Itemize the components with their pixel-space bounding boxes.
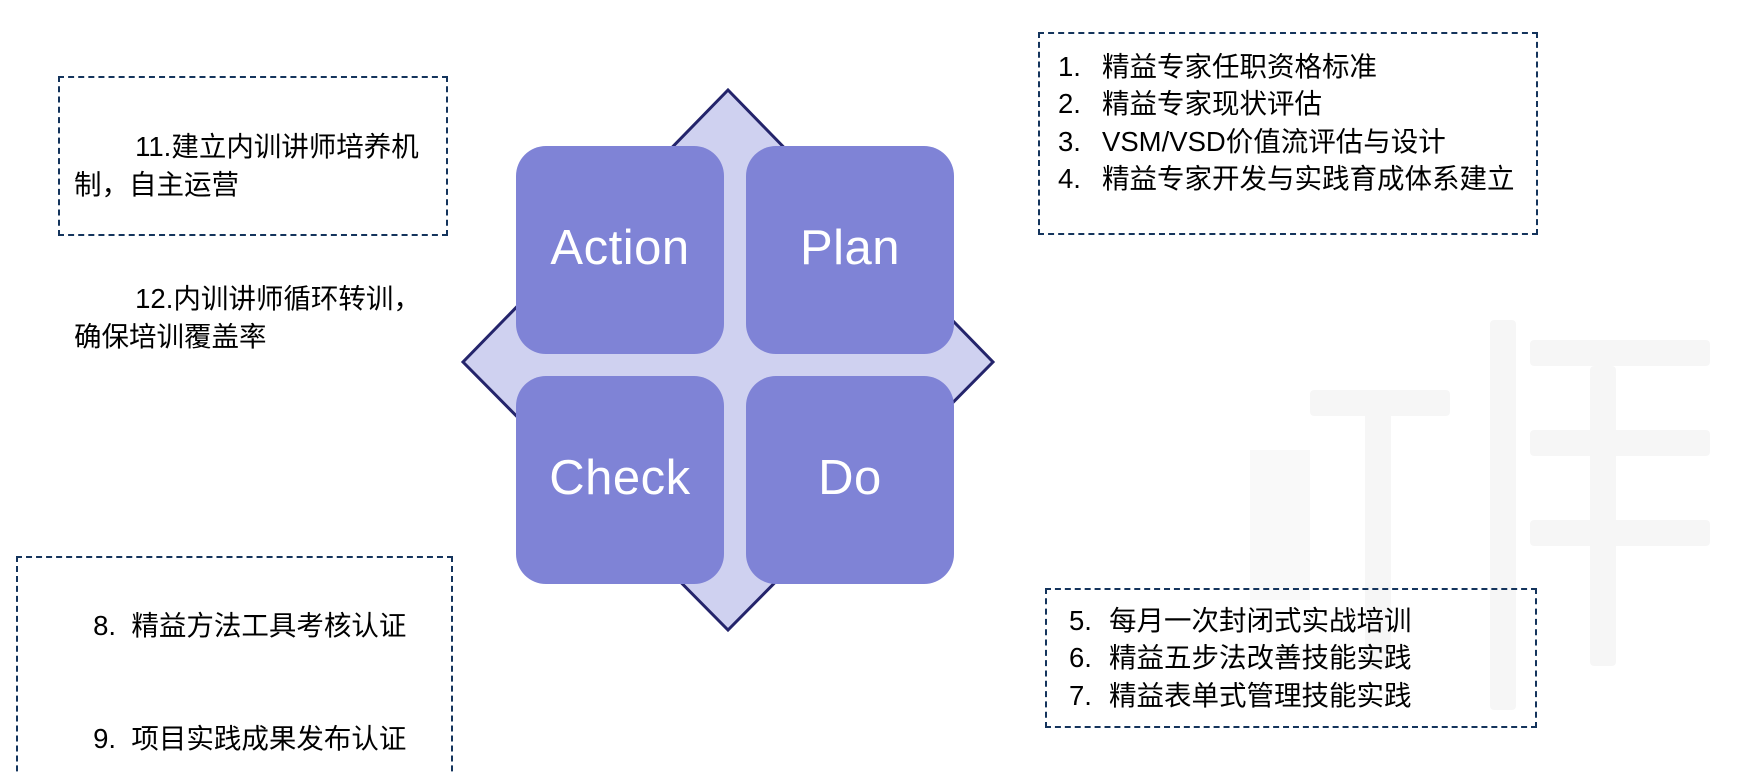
pdca-diagram: Action Plan Check Do xyxy=(455,82,1001,638)
list-item-marker: 5. xyxy=(1069,605,1092,636)
list-item: 3. VSM/VSD价值流评估与设计 xyxy=(1058,123,1528,160)
list-item-text: 精益专家现状评估 xyxy=(1102,88,1322,120)
callout-action-list: 11.建立内训讲师培养机制，自主运营 12.内训讲师循环转训，确保培训覆盖率 xyxy=(74,90,436,394)
list-item-text: 精益表单式管理技能实践 xyxy=(1109,679,1412,711)
list-item: 9. 项目实践成果发布认证 xyxy=(93,722,407,754)
list-item-text: VSM/VSD价值流评估与设计 xyxy=(1102,125,1446,157)
list-item-marker: 2. xyxy=(1058,88,1081,120)
callout-check-list: 8. 精益方法工具考核认证 9. 项目实践成果发布认证 10.精益专家答辩认证 xyxy=(32,570,441,772)
callout-check[interactable]: 8. 精益方法工具考核认证 9. 项目实践成果发布认证 10.精益专家答辩认证 xyxy=(16,556,453,772)
callout-action[interactable]: 11.建立内训讲师培养机制，自主运营 12.内训讲师循环转训，确保培训覆盖率 xyxy=(58,76,448,352)
callout-plan[interactable]: 1. 精益专家任职资格标准 2. 精益专家现状评估 3. VSM/VSD价值流评… xyxy=(1038,32,1538,235)
list-item: 12.内训讲师循环转训，确保培训覆盖率 xyxy=(74,282,421,352)
callout-do-list: 5. 每月一次封闭式实战培训 6. 精益五步法改善技能实践 7. 精益表单式管理… xyxy=(1069,602,1525,714)
list-item-marker: 7. xyxy=(1069,679,1092,711)
list-item-marker: 6. xyxy=(1069,642,1092,674)
pdca-quadrants: Action Plan Check Do xyxy=(516,146,954,584)
list-item-text: 精益五步法改善技能实践 xyxy=(1109,642,1412,674)
list-item-text: 精益专家任职资格标准 xyxy=(1102,51,1377,82)
list-item-marker: 3. xyxy=(1058,125,1081,157)
list-item-text: 每月一次封闭式实战培训 xyxy=(1109,605,1412,636)
list-item: 5. 每月一次封闭式实战培训 xyxy=(1069,602,1525,639)
list-item: 8. 精益方法工具考核认证 xyxy=(93,610,407,642)
list-item: 11.建立内训讲师培养机制，自主运营 xyxy=(74,130,419,200)
pdca-quadrant-check[interactable]: Check xyxy=(516,376,724,584)
list-item-text: 精益专家开发与实践育成体系建立 xyxy=(1102,163,1515,195)
list-item: 7. 精益表单式管理技能实践 xyxy=(1069,677,1525,714)
pdca-quadrant-action-label: Action xyxy=(550,220,690,275)
pdca-quadrant-plan[interactable]: Plan xyxy=(746,146,954,354)
pdca-quadrant-do-label: Do xyxy=(818,450,882,505)
pdca-quadrant-plan-label: Plan xyxy=(799,220,901,275)
list-item-marker: 4. xyxy=(1058,163,1081,195)
list-item-marker: 1. xyxy=(1058,51,1081,82)
list-item: 6. 精益五步法改善技能实践 xyxy=(1069,639,1525,676)
list-item: 2. 精益专家现状评估 xyxy=(1058,85,1528,122)
callout-do[interactable]: 5. 每月一次封闭式实战培训 6. 精益五步法改善技能实践 7. 精益表单式管理… xyxy=(1045,588,1537,729)
pdca-quadrant-action[interactable]: Action xyxy=(516,146,724,354)
list-item: 4. 精益专家开发与实践育成体系建立 xyxy=(1058,160,1528,197)
pdca-quadrant-do[interactable]: Do xyxy=(746,376,954,584)
callout-plan-list: 1. 精益专家任职资格标准 2. 精益专家现状评估 3. VSM/VSD价值流评… xyxy=(1058,48,1528,198)
pdca-quadrant-check-label: Check xyxy=(549,450,691,505)
list-item: 1. 精益专家任职资格标准 xyxy=(1058,48,1528,85)
